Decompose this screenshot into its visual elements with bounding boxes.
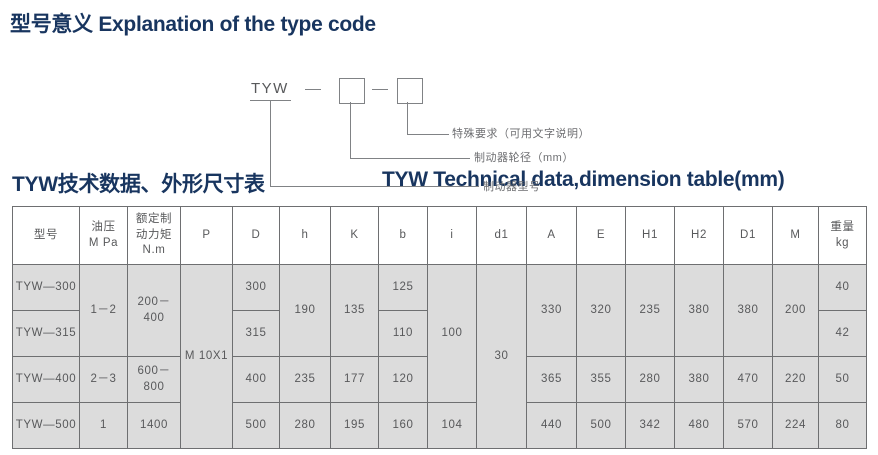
cell-e: 500 [576,402,626,449]
cell-pressure: 1－2 [79,264,128,357]
cell-weight: 80 [818,402,867,449]
cell-k: 195 [330,402,379,449]
cell-h1: 280 [625,356,675,403]
table-header-row: 型号 油压 M Pa 额定制 动力矩 N.m P D h K [12,206,867,265]
section-title-tech-data-cn: TYW技术数据、外形尺寸表 [12,173,265,196]
cell-e: 320 [576,264,626,357]
cell-h2: 380 [674,264,724,357]
column-header-e: E [576,206,626,265]
annotation-model: 制动器型号 [483,181,541,193]
cell-i: 104 [427,402,477,449]
cell-e: 355 [576,356,626,403]
column-header-k: K [330,206,379,265]
cell-d1: 30 [476,264,527,449]
cell-b: 125 [378,264,428,311]
cell-b: 160 [378,402,428,449]
leader-line-model-horizontal [270,186,479,187]
cell-d1-big: 380 [723,264,773,357]
column-header-b: b [378,206,428,265]
cell-m: 200 [772,264,819,357]
cell-weight: 50 [818,356,867,403]
cell-a: 440 [526,402,577,449]
table-row: TYW—300 1－2 200－400 M 10X1 300 190 135 1… [12,264,867,449]
column-header-torque: 额定制 动力矩 N.m [127,206,181,265]
cell-k: 177 [330,356,379,403]
leader-line-model-vertical [270,100,271,186]
cell-d1-big: 470 [723,356,773,403]
cell-a: 330 [526,264,577,357]
column-header-p: P [180,206,233,265]
cell-torque: 600－800 [127,356,181,403]
annotation-wheel-diameter: 制动器轮径（mm） [474,152,574,164]
cell-model: TYW—300 [12,264,80,311]
cell-model: TYW—315 [12,310,80,357]
cell-h1: 342 [625,402,675,449]
cell-torque: 1400 [127,402,181,449]
column-header-m: M [772,206,819,265]
leader-line-special-vertical [407,102,408,134]
type-code-prefix-label: TYW [251,80,289,97]
column-header-weight: 重量 kg [818,206,867,265]
cell-weight: 42 [818,310,867,357]
cell-m: 224 [772,402,819,449]
column-header-h1: H1 [625,206,675,265]
table-row: TYW—500 1 1400 500 280 195 160 104 440 5… [12,402,867,449]
column-header-pressure: 油压 M Pa [79,206,128,265]
type-code-diagram: TYW 特殊要求（可用文字说明） 制动器轮径（mm） 制动器型号 [0,36,878,193]
column-header-a: A [526,206,577,265]
cell-d: 315 [232,310,280,357]
cell-weight: 40 [818,264,867,311]
cell-m: 220 [772,356,819,403]
cell-h: 235 [279,356,331,403]
cell-pressure: 1 [79,402,128,449]
table-row: TYW—400 2－3 600－800 400 235 177 120 365 … [12,356,867,403]
table-row: TYW—315 315 110 42 [12,310,867,357]
column-header-h2: H2 [674,206,724,265]
cell-model: TYW—400 [12,356,80,403]
leader-line-wheel-horizontal [350,158,470,159]
annotation-special-requirement: 特殊要求（可用文字说明） [452,128,590,140]
cell-i: 100 [427,264,477,403]
page-title-type-code: 型号意义 Explanation of the type code [10,13,376,36]
cell-a: 365 [526,356,577,403]
column-header-model: 型号 [12,206,80,265]
type-code-box-wheel-diameter [339,78,365,104]
cell-h: 190 [279,264,331,357]
cell-b: 120 [378,356,428,403]
cell-h: 280 [279,402,331,449]
cell-torque: 200－400 [127,264,181,357]
type-code-dash-2 [372,89,388,90]
cell-pressure: 2－3 [79,356,128,403]
cell-k: 135 [330,264,379,357]
cell-d: 400 [232,356,280,403]
cell-model: TYW—500 [12,402,80,449]
type-code-dash-1 [305,89,321,90]
column-header-i: i [427,206,477,265]
cell-b: 110 [378,310,428,357]
column-header-d1-big: D1 [723,206,773,265]
tyw-specification-table: 型号 油压 M Pa 额定制 动力矩 N.m P D h K [12,206,867,449]
type-code-box-special-requirement [397,78,423,104]
column-header-d: D [232,206,280,265]
cell-d1-big: 570 [723,402,773,449]
leader-line-wheel-vertical [350,102,351,158]
cell-h2: 480 [674,402,724,449]
section-title-tech-data-en: TYW Technical data,dimension table(mm) [382,168,785,191]
cell-d: 500 [232,402,280,449]
cell-h2: 380 [674,356,724,403]
column-header-d1: d1 [476,206,527,265]
cell-h1: 235 [625,264,675,357]
cell-d: 300 [232,264,280,311]
cell-p: M 10X1 [180,264,233,449]
leader-line-special-horizontal [407,134,449,135]
column-header-h: h [279,206,331,265]
